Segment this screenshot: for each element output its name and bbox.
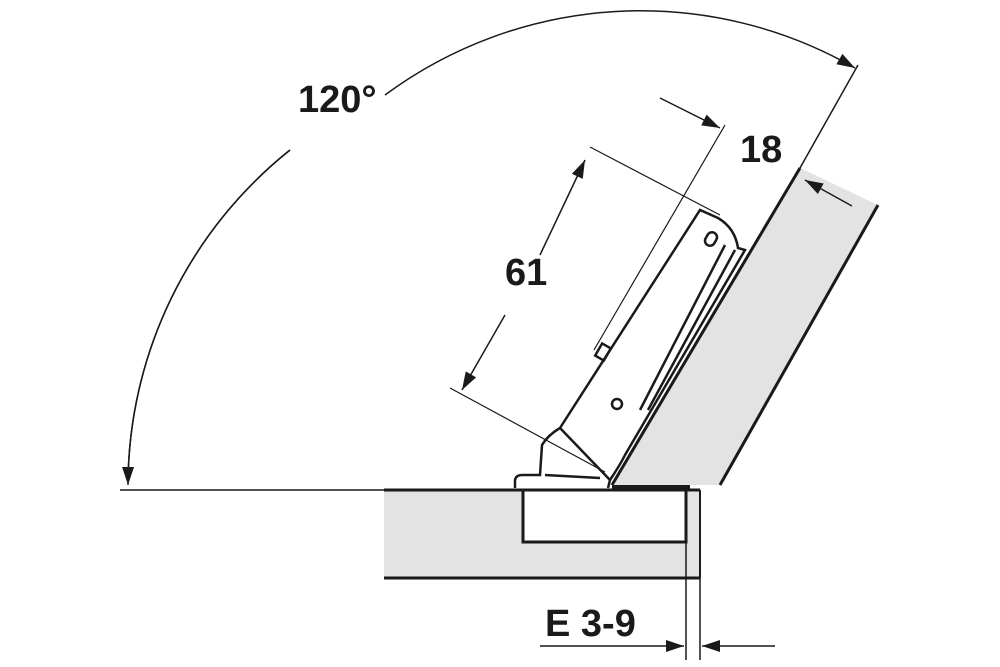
hinge-arm bbox=[513, 208, 747, 489]
angle-dimension bbox=[122, 10, 859, 486]
door-thickness-dimension bbox=[593, 97, 853, 351]
thickness-label: 18 bbox=[740, 129, 782, 171]
hinge-cup-recess bbox=[521, 488, 688, 544]
depth-label: 61 bbox=[505, 252, 547, 294]
angle-label: 120° bbox=[298, 79, 377, 121]
door-panel bbox=[610, 167, 880, 489]
overlay-label: E 3-9 bbox=[545, 603, 636, 645]
hinge-depth-dimension bbox=[449, 146, 721, 473]
